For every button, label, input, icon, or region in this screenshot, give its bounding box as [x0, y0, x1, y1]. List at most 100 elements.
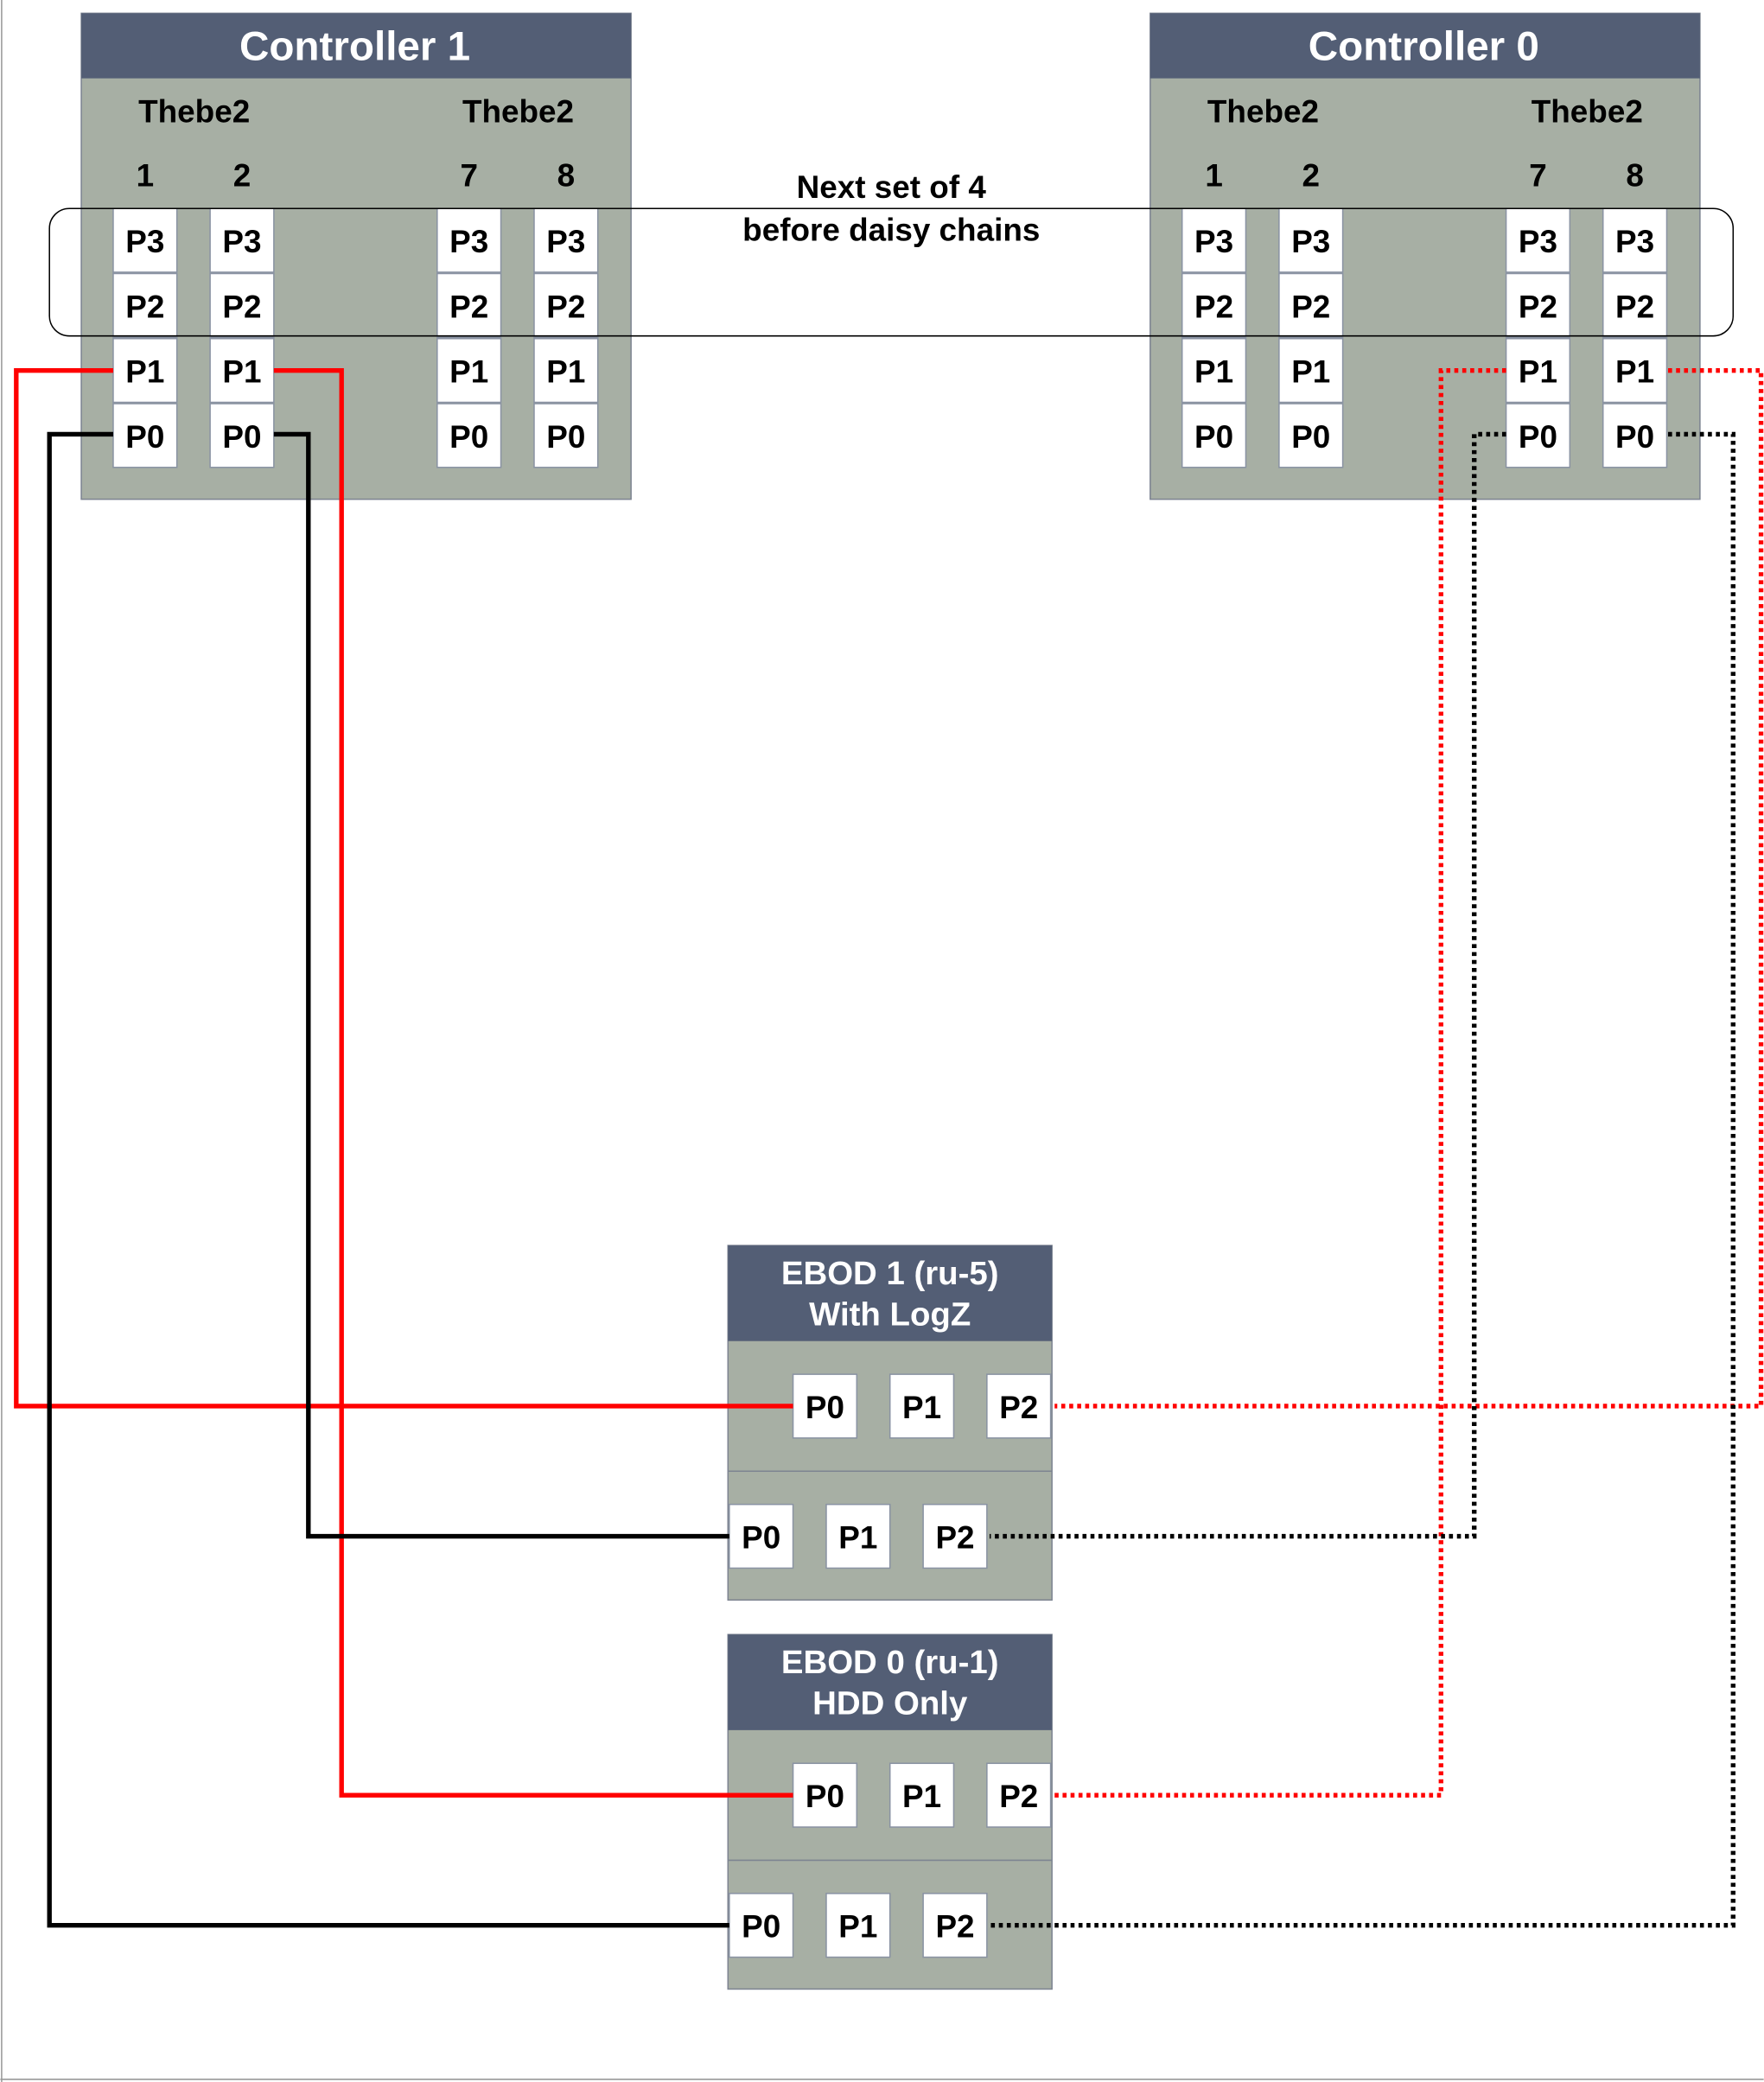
port-p0[interactable]: P0 [112, 403, 178, 468]
port-p2[interactable]: P2 [1181, 272, 1247, 339]
port-label: P2 [935, 1520, 974, 1556]
port-p3[interactable]: P3 [533, 207, 599, 273]
ebod-subtitle: With LogZ [809, 1296, 971, 1333]
ebod-port-p0[interactable]: P0 [792, 1373, 858, 1439]
ebod-subtitle: HDD Only [812, 1685, 968, 1722]
port-p3[interactable]: P3 [436, 207, 502, 273]
port-p2[interactable]: P2 [209, 272, 275, 339]
port-p2[interactable]: P2 [533, 272, 599, 339]
ebod-port-p0[interactable]: P0 [729, 1893, 794, 1958]
ebod-port-p1[interactable]: P1 [825, 1503, 891, 1569]
slot-number: 8 [1626, 157, 1643, 193]
port-p0[interactable]: P0 [436, 403, 502, 468]
slot-number: 7 [460, 157, 478, 193]
port-label: P0 [806, 1390, 844, 1425]
controller-header [1149, 13, 1700, 79]
port-label: P0 [1615, 419, 1654, 455]
port-p0[interactable]: P0 [209, 403, 275, 468]
controller-title: Controller 1 [239, 23, 470, 69]
port-label: P1 [902, 1390, 941, 1425]
port-p1[interactable]: P1 [209, 338, 275, 404]
port-label: P2 [546, 289, 585, 324]
port-p3[interactable]: P3 [1181, 207, 1247, 273]
port-p1[interactable]: P1 [1505, 338, 1571, 404]
port-label: P3 [125, 224, 164, 259]
ebod-port-p2[interactable]: P2 [986, 1762, 1052, 1828]
port-label: P1 [546, 354, 585, 390]
ebod-port-p1[interactable]: P1 [888, 1373, 955, 1439]
port-p3[interactable]: P3 [1278, 207, 1344, 273]
port-label: P0 [125, 419, 164, 455]
port-label: P0 [806, 1779, 844, 1814]
port-p1[interactable]: P1 [112, 338, 178, 404]
port-p2[interactable]: P2 [1505, 272, 1571, 339]
port-label: P0 [1291, 419, 1330, 455]
port-label: P2 [935, 1909, 974, 1945]
port-p3[interactable]: P3 [209, 207, 275, 273]
port-p0[interactable]: P0 [1181, 403, 1247, 468]
cable-c0-s7-p1-to-ebod0-p2 [1054, 367, 1506, 1798]
port-label: P1 [1291, 354, 1330, 390]
port-p0[interactable]: P0 [1602, 403, 1668, 468]
ebod-port-p2[interactable]: P2 [986, 1373, 1052, 1439]
port-p2[interactable]: P2 [112, 272, 178, 339]
ebod-port-p2[interactable]: P2 [922, 1893, 988, 1958]
ebod-port-p1[interactable]: P1 [888, 1762, 955, 1828]
controller-title: Controller 0 [1309, 23, 1539, 69]
thebe-group-label: Thebe2 [462, 94, 574, 130]
ebod-title: EBOD 0 (ru-1) [781, 1644, 999, 1681]
port-label: P3 [449, 224, 488, 259]
controller-header [81, 13, 632, 79]
slot-number: 2 [1302, 157, 1320, 193]
port-p1[interactable]: P1 [1602, 338, 1668, 404]
thebe-group-label: Thebe2 [1532, 94, 1643, 130]
port-label: P1 [838, 1520, 877, 1556]
port-label: P1 [125, 354, 164, 390]
slot-number: 7 [1529, 157, 1547, 193]
port-p1[interactable]: P1 [1181, 338, 1247, 404]
port-label: P2 [999, 1390, 1038, 1425]
port-label: P0 [546, 419, 585, 455]
port-label: P0 [1519, 419, 1557, 455]
port-p1[interactable]: P1 [436, 338, 502, 404]
port-label: P3 [1194, 224, 1233, 259]
port-label: P0 [222, 419, 261, 455]
port-label: P2 [125, 289, 164, 324]
port-label: P0 [742, 1909, 780, 1945]
port-label: P3 [1291, 224, 1330, 259]
port-label: P0 [449, 419, 488, 455]
port-label: P2 [1194, 289, 1233, 324]
port-p0[interactable]: P0 [1278, 403, 1344, 468]
ebod-header [728, 1245, 1053, 1341]
ebod-port-p0[interactable]: P0 [729, 1503, 794, 1569]
port-p0[interactable]: P0 [533, 403, 599, 468]
port-p1[interactable]: P1 [533, 338, 599, 404]
port-p2[interactable]: P2 [436, 272, 502, 339]
cable-c1-s1-p0-to-ebod0-lower-p0 [47, 431, 729, 1928]
slot-number: 8 [557, 157, 576, 193]
ebod-port-p1[interactable]: P1 [825, 1893, 891, 1958]
port-label: P2 [1519, 289, 1557, 324]
port-label: P1 [838, 1909, 877, 1945]
ebod-title: EBOD 1 (ru-5) [781, 1255, 999, 1292]
ebod-port-p2[interactable]: P2 [922, 1503, 988, 1569]
ebod-port-p0[interactable]: P0 [792, 1762, 858, 1828]
port-p2[interactable]: P2 [1602, 272, 1668, 339]
slot-number: 1 [137, 157, 155, 193]
port-p0[interactable]: P0 [1505, 403, 1571, 468]
port-p3[interactable]: P3 [112, 207, 178, 273]
port-label: P1 [449, 354, 488, 390]
cable-c1-s1-p1-to-ebod1-p0 [14, 367, 793, 1409]
port-p2[interactable]: P2 [1278, 272, 1344, 339]
cable-c0-s8-p1-to-ebod1-p2 [1054, 367, 1764, 1409]
port-label: P3 [546, 224, 585, 259]
port-p3[interactable]: P3 [1505, 207, 1571, 273]
port-label: P1 [222, 354, 261, 390]
port-p1[interactable]: P1 [1278, 338, 1344, 404]
cable-c1-s2-p0-to-ebod1-lower-p0 [273, 431, 729, 1539]
port-p3[interactable]: P3 [1602, 207, 1668, 273]
port-label: P2 [1291, 289, 1330, 324]
cable-c0-s7-p0-to-ebod1-lower-p2 [989, 431, 1506, 1539]
